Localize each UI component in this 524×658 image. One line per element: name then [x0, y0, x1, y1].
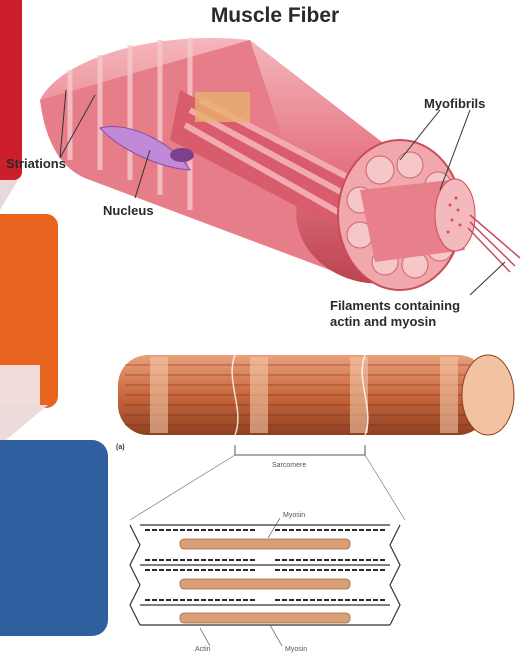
- sarcomere-label: Sarcomere: [272, 462, 306, 469]
- muscle-fiber-tube: [40, 38, 520, 290]
- panel-letter: (a): [116, 444, 125, 451]
- actin-label: Actin: [195, 646, 211, 653]
- myosin-label-top: Myosin: [283, 512, 305, 519]
- nucleus-label: Nucleus: [103, 203, 154, 218]
- striations-label: Striations: [6, 156, 66, 171]
- diagram-title: Muscle Fiber: [180, 4, 370, 28]
- myofibril-cylinder: [118, 355, 514, 520]
- filaments-label-line2: actin and myosin: [330, 314, 436, 329]
- sarcomere-detail: [130, 518, 400, 646]
- myosin-label-bottom: Myosin: [285, 646, 307, 653]
- myofibrils-label: Myofibrils: [424, 96, 485, 111]
- filaments-label-line1: Filaments containing: [330, 298, 460, 313]
